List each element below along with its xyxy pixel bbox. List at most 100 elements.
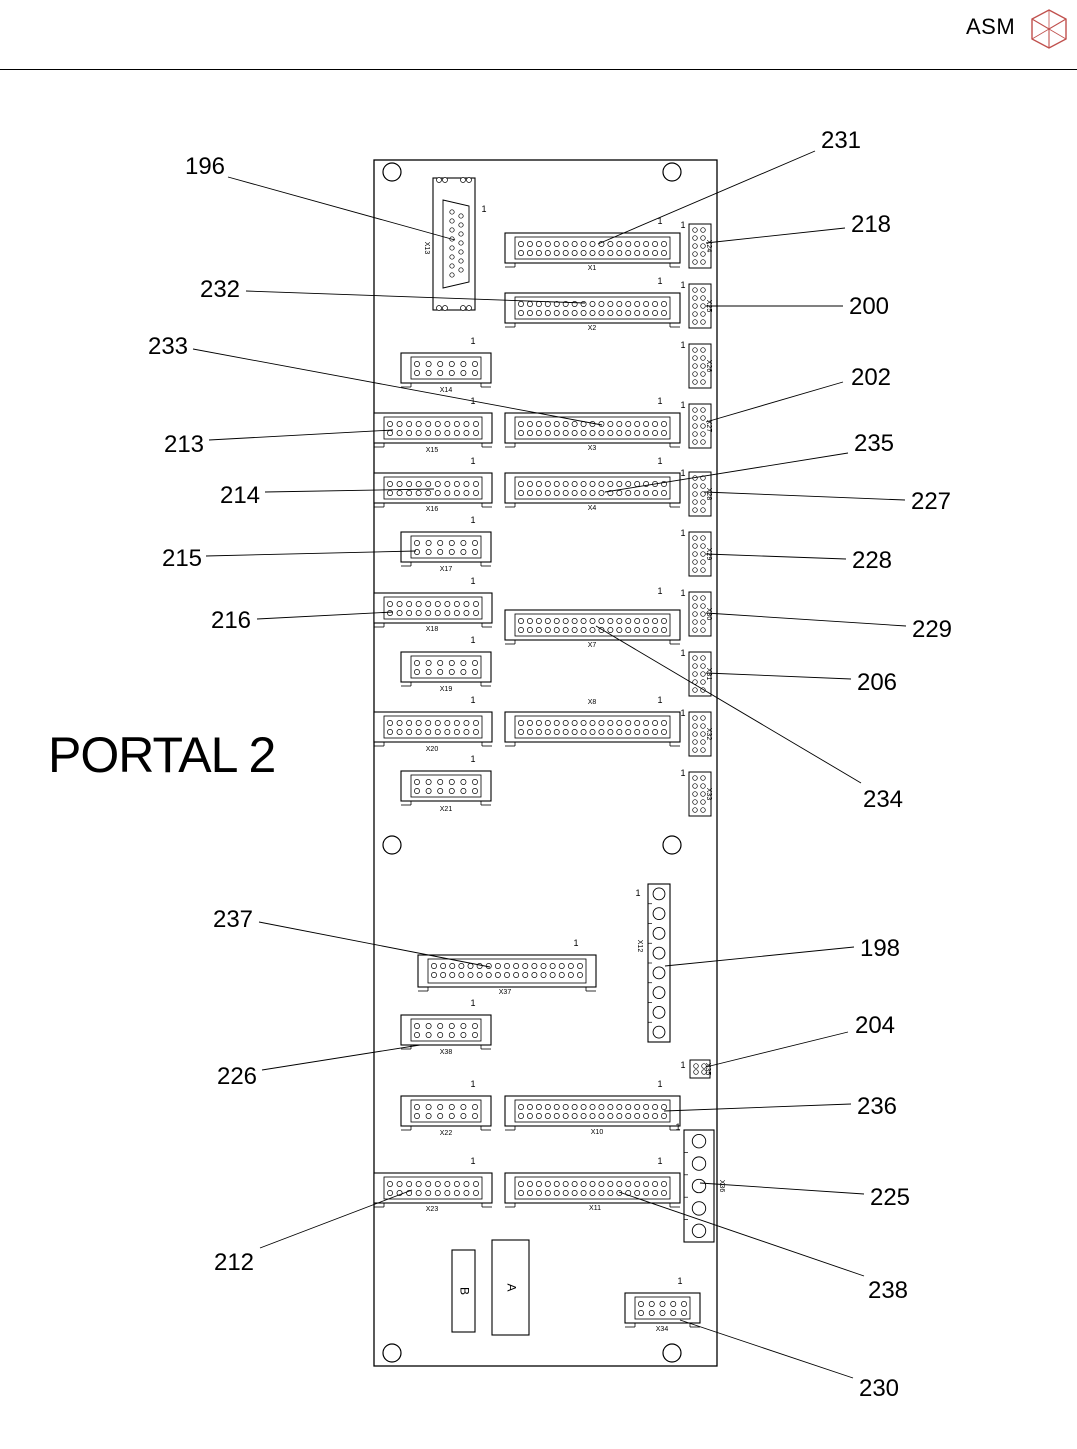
connector-label: X1	[588, 265, 597, 272]
pin-one-marker: 1	[657, 1156, 662, 1166]
pin-one-marker: 1	[657, 586, 662, 596]
connector-x22: X22 1	[400, 1079, 492, 1137]
connector-label: X36	[718, 1180, 725, 1193]
pin-one-marker: 1	[470, 515, 475, 525]
connector-label: X35	[704, 1063, 711, 1076]
mounting-hole	[382, 162, 402, 182]
leader-line	[258, 921, 491, 968]
page-header: ASM	[0, 0, 1077, 70]
connector-label: X14	[440, 387, 453, 394]
leader-line	[205, 550, 417, 557]
leader-line	[699, 1182, 865, 1195]
pin-one-marker: 1	[680, 708, 685, 718]
callout-number: 225	[870, 1184, 910, 1211]
callout-number: 213	[164, 431, 204, 458]
slot-label: A	[504, 1283, 518, 1291]
callout-number: 204	[855, 1012, 895, 1039]
connector-label: X20	[426, 746, 439, 753]
pin-one-marker: 1	[680, 220, 685, 230]
connector-label: X7	[588, 642, 597, 649]
connector-x35: X35 1	[680, 1059, 711, 1079]
pin-one-marker: 1	[680, 528, 685, 538]
pin-one-marker: 1	[680, 400, 685, 410]
pin-one-marker: 1	[680, 588, 685, 598]
connector-x7: X7 1	[504, 586, 681, 649]
connector-label: X22	[440, 1130, 453, 1137]
brand-name: ASM	[966, 14, 1016, 39]
connector-label: X23	[426, 1206, 439, 1213]
leader-line	[663, 1103, 852, 1112]
leader-line	[703, 491, 906, 501]
callout-number: 215	[162, 545, 202, 572]
leader-line	[679, 1319, 854, 1379]
connector-label: X16	[426, 506, 439, 513]
leader-line	[705, 553, 847, 560]
pin-one-marker: 1	[680, 280, 685, 290]
callout-number: 234	[863, 786, 903, 813]
callout-number: 228	[852, 547, 892, 574]
pcb-board-outline	[373, 159, 718, 1367]
header-rule	[0, 69, 1077, 70]
connector-label: X3	[588, 445, 597, 452]
callout-number: 212	[214, 1249, 254, 1276]
callout-number: 235	[854, 430, 894, 457]
connector-label: X12	[636, 940, 643, 953]
mounting-hole	[662, 1343, 682, 1363]
connector-label: X15	[426, 447, 439, 454]
connector-label: X27	[705, 420, 712, 433]
callout-number: 237	[213, 906, 253, 933]
mounting-hole	[662, 835, 682, 855]
pin-one-marker: 1	[657, 695, 662, 705]
leader-line	[261, 1044, 421, 1071]
callout-number: 231	[821, 127, 861, 154]
connector-label: X13	[423, 242, 430, 255]
mounting-hole	[382, 835, 402, 855]
connector-label: X33	[705, 788, 712, 801]
callout-number: 200	[849, 293, 889, 320]
pin-one-marker: 1	[470, 1079, 475, 1089]
page-title: PORTAL 2	[48, 727, 276, 783]
leader-line	[705, 672, 852, 680]
pin-one-marker: 1	[680, 468, 685, 478]
connector-label: X2	[588, 325, 597, 332]
pin-one-marker: 1	[657, 276, 662, 286]
pin-one-marker: 1	[657, 396, 662, 406]
connector-label: X21	[440, 806, 453, 813]
pin-one-marker: 1	[470, 576, 475, 586]
pin-one-marker: 1	[680, 1060, 685, 1070]
leader-line	[245, 290, 586, 304]
callout-number: 230	[859, 1375, 899, 1402]
leader-line	[259, 1189, 413, 1249]
pin-one-marker: 1	[680, 648, 685, 658]
connector-label: X37	[499, 989, 512, 996]
pin-one-marker: 1	[470, 456, 475, 466]
connector-label: X31	[705, 668, 712, 681]
leader-line	[705, 227, 846, 244]
connector-x3: X3 1	[504, 396, 681, 452]
mounting-hole	[662, 162, 682, 182]
callout-number: 202	[851, 364, 891, 391]
connector-label: X19	[440, 686, 453, 693]
pin-one-marker: 1	[635, 888, 640, 898]
connector-x1: X11	[504, 216, 681, 272]
connector-label: X34	[656, 1326, 669, 1333]
connector-label: X18	[426, 626, 439, 633]
leader-line	[264, 488, 435, 493]
leader-line	[705, 381, 844, 423]
